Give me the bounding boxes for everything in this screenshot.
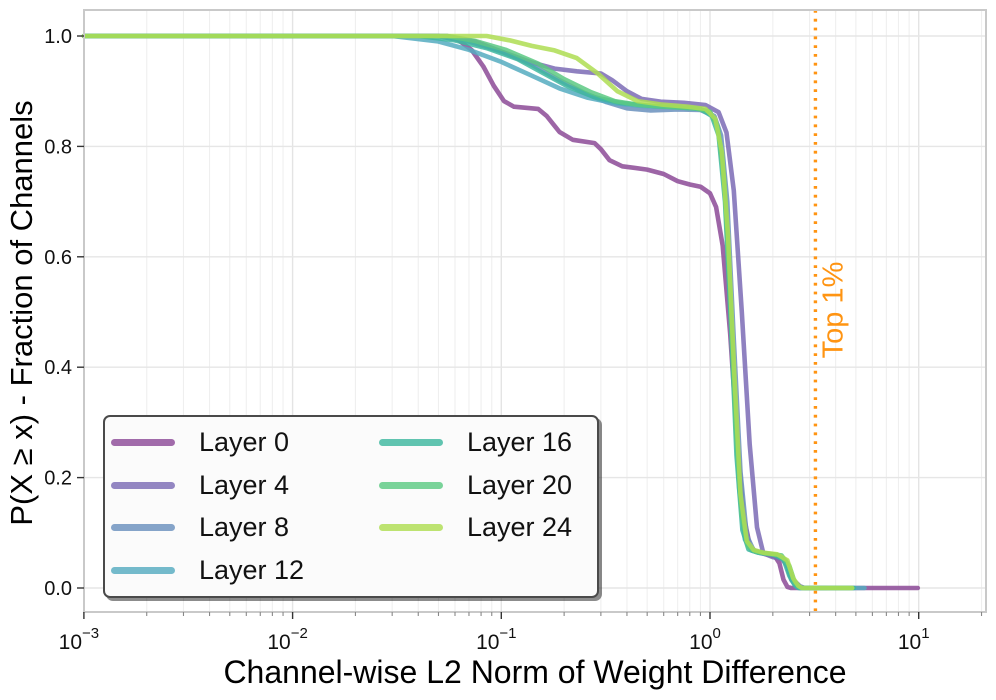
x-tick-label: 10−2 — [267, 625, 307, 654]
legend-swatch — [111, 438, 175, 446]
top1pct-label: Top 1% — [817, 262, 849, 359]
series-line-layer-24 — [81, 33, 855, 591]
legend-label: Layer 12 — [199, 555, 305, 586]
x-axis-title: Channel-wise L2 Norm of Weight Differenc… — [223, 654, 847, 690]
x-tick-label: 101 — [898, 625, 930, 654]
legend-item-layer-24: Layer 24 — [373, 512, 597, 543]
legend-item-layer-16: Layer 16 — [373, 427, 597, 458]
y-tick-label: 0.8 — [44, 136, 72, 158]
legend-label: Layer 24 — [467, 512, 573, 543]
x-tick-label: 100 — [689, 625, 721, 654]
legend-swatch — [379, 481, 443, 489]
x-tick-label: 10−1 — [476, 625, 516, 654]
y-tick-label: 0.4 — [44, 357, 72, 379]
plot-border — [83, 9, 987, 613]
y-axis-title: P(X ≥ x) - Fraction of Channels — [4, 100, 39, 526]
legend-label: Layer 16 — [467, 426, 573, 457]
legend-swatch — [379, 524, 443, 532]
legend-item-layer-0: Layer 0 — [105, 427, 373, 458]
x-tick-label: 10−3 — [59, 625, 99, 654]
y-tick-label: 0.0 — [44, 578, 72, 600]
legend-swatch — [111, 524, 175, 532]
legend-swatch — [111, 567, 175, 575]
legend-swatch — [111, 481, 175, 489]
legend: Layer 0 Layer 4 Layer 8 Layer 12 Layer 16 Lay… — [103, 415, 599, 598]
legend-swatch — [379, 438, 443, 446]
y-tick-label: 0.6 — [44, 247, 72, 269]
legend-label: Layer 8 — [199, 512, 290, 543]
y-tick-label: 0.2 — [44, 468, 72, 490]
legend-item-layer-20: Layer 20 — [373, 470, 597, 501]
y-tick-label: 1.0 — [44, 26, 72, 48]
legend-item-layer-12: Layer 12 — [105, 555, 373, 586]
legend-label: Layer 0 — [199, 426, 290, 457]
legend-label: Layer 20 — [467, 469, 573, 500]
legend-item-layer-4: Layer 4 — [105, 470, 373, 501]
legend-item-layer-8: Layer 8 — [105, 512, 373, 543]
legend-label: Layer 4 — [199, 469, 290, 500]
